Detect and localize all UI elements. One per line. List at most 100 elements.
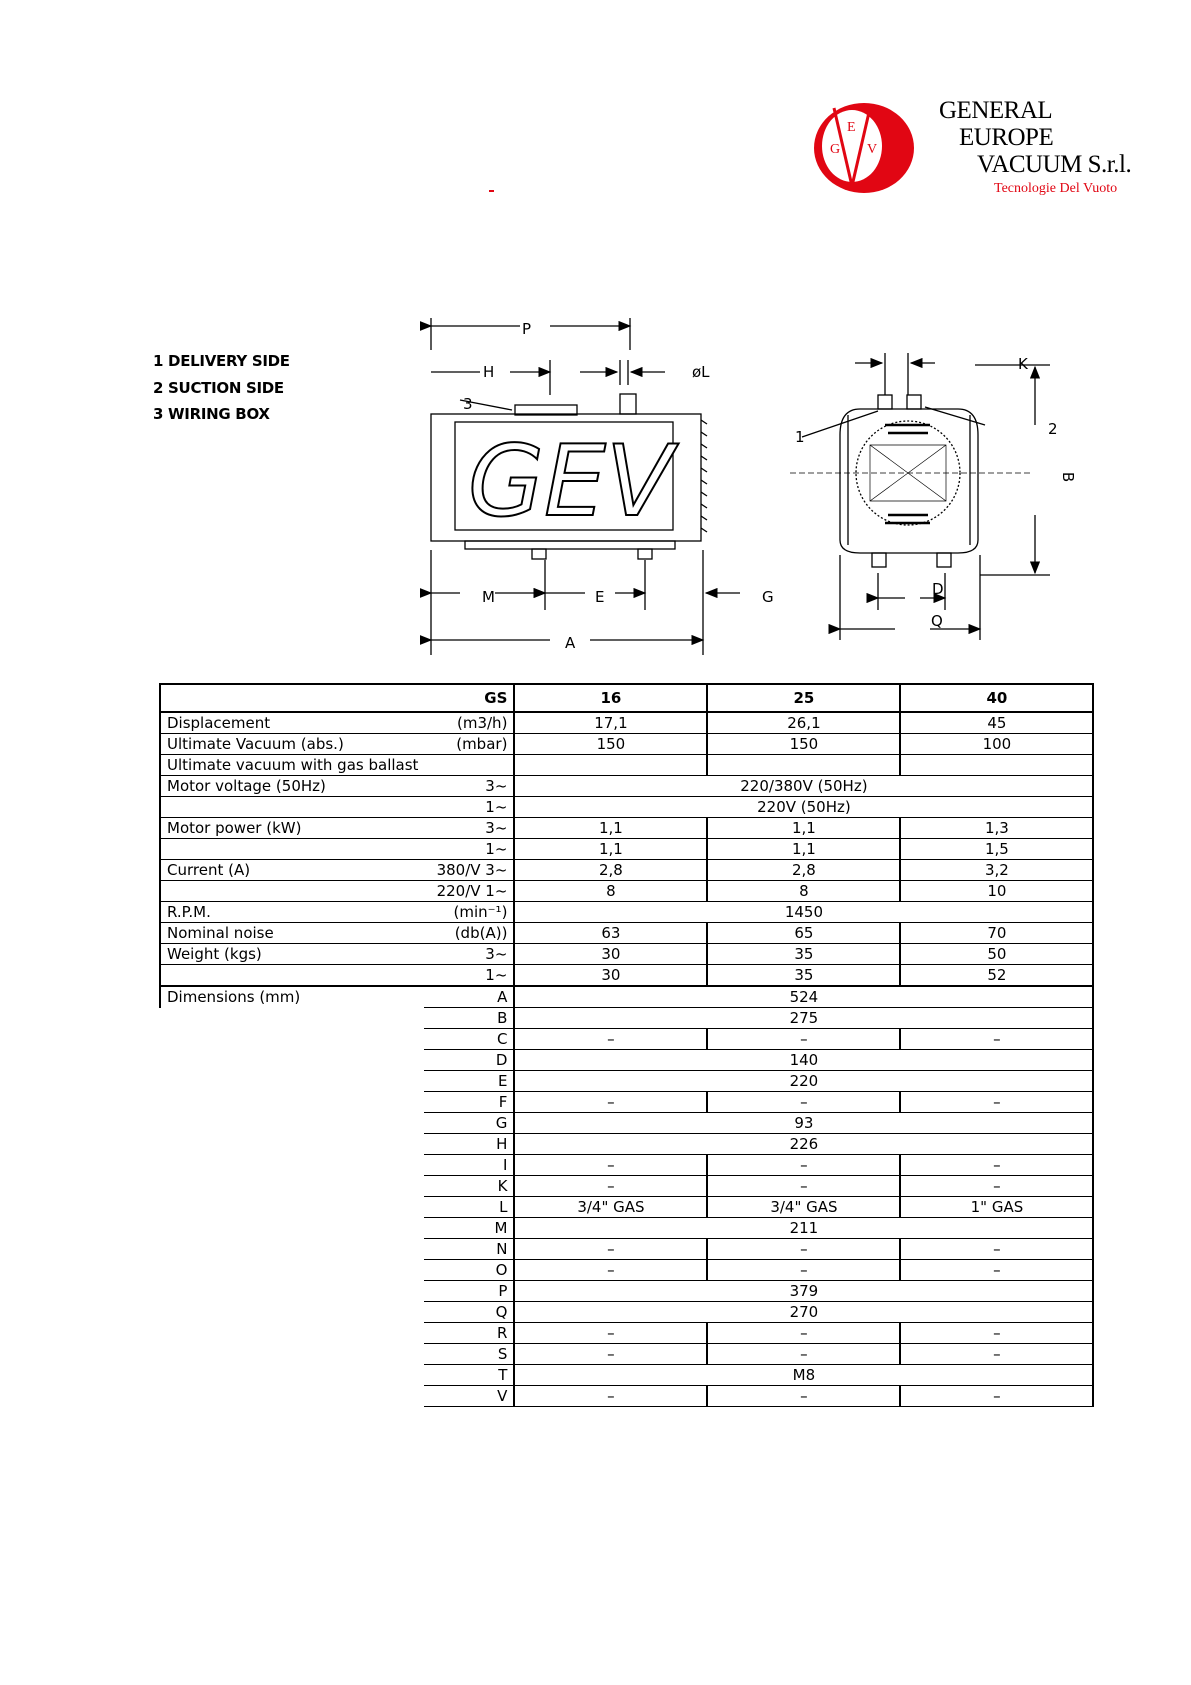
dimension-value-all: 93 bbox=[514, 1112, 1095, 1134]
row-value: 65 bbox=[707, 922, 902, 944]
company-logo: G E V GENERAL EUROPE VACUUM S.r.l. Tecno… bbox=[812, 95, 1132, 205]
row-unit: (mbar) bbox=[424, 733, 516, 755]
header-blank bbox=[158, 683, 425, 713]
dimension-spacer bbox=[160, 1113, 424, 1134]
dimension-value: – bbox=[514, 1238, 709, 1260]
row-value: 1,1 bbox=[707, 817, 902, 839]
row-value bbox=[707, 754, 902, 776]
row-value: 1,3 bbox=[900, 817, 1095, 839]
table-row: R.P.M.(min⁻¹)1450 bbox=[158, 901, 1095, 923]
header-model-25: 25 bbox=[707, 683, 902, 713]
dimension-spacer bbox=[160, 1218, 424, 1239]
gev-side-lettering: GEV bbox=[468, 425, 679, 539]
table-row: Ultimate vacuum with gas ballast bbox=[158, 754, 1095, 776]
dimension-row: C––– bbox=[160, 1028, 1095, 1050]
dim-label-m: M bbox=[482, 588, 495, 606]
dimension-spacer bbox=[160, 1281, 424, 1302]
row-unit: 1~ bbox=[424, 838, 516, 860]
row-value: 8 bbox=[514, 880, 709, 902]
dimension-key: I bbox=[424, 1154, 516, 1176]
dimension-key: T bbox=[424, 1364, 516, 1386]
dimension-value: – bbox=[707, 1259, 902, 1281]
header-model-code: GS bbox=[424, 683, 516, 713]
row-label bbox=[158, 880, 425, 902]
logo-letter-v: V bbox=[867, 142, 877, 157]
dimension-key: L bbox=[424, 1196, 516, 1218]
row-label: Motor power (kW) bbox=[158, 817, 425, 839]
row-label: Ultimate Vacuum (abs.) bbox=[158, 733, 425, 755]
row-unit: 380/V 3~ bbox=[424, 859, 516, 881]
row-value: 1,1 bbox=[514, 838, 709, 860]
dimension-value: – bbox=[900, 1385, 1095, 1407]
dimension-value: – bbox=[900, 1238, 1095, 1260]
row-value: 70 bbox=[900, 922, 1095, 944]
dimension-key: B bbox=[424, 1007, 516, 1029]
row-label: Displacement bbox=[158, 712, 425, 734]
dimension-value-all: 270 bbox=[514, 1301, 1095, 1323]
row-value: 52 bbox=[900, 964, 1095, 987]
dim-label-l: øL bbox=[692, 363, 710, 381]
dimension-row: S––– bbox=[160, 1343, 1095, 1365]
row-value: 150 bbox=[514, 733, 709, 755]
row-label bbox=[158, 838, 425, 860]
row-value: 2,8 bbox=[707, 859, 902, 881]
row-value: 63 bbox=[514, 922, 709, 944]
pump-side-view-drawing: GEV bbox=[420, 318, 740, 655]
row-value-all: 1450 bbox=[514, 901, 1095, 923]
brand-line-vacuum: VACUUM S.r.l. bbox=[977, 151, 1132, 178]
header-model-16: 16 bbox=[514, 683, 709, 713]
red-dot-mark bbox=[489, 190, 494, 192]
dimension-value: – bbox=[900, 1028, 1095, 1050]
dimension-spacer bbox=[160, 1239, 424, 1260]
dimension-value: – bbox=[707, 1322, 902, 1344]
dimension-value-all: 220 bbox=[514, 1070, 1095, 1092]
dimension-value: – bbox=[900, 1322, 1095, 1344]
dimension-value: – bbox=[707, 1175, 902, 1197]
row-value: 1,1 bbox=[707, 838, 902, 860]
dimensions-label: Dimensions (mm) bbox=[158, 986, 425, 1008]
dim-label-d: D bbox=[932, 580, 944, 598]
row-unit: 3~ bbox=[424, 775, 516, 797]
legend-suction-side: 2 SUCTION SIDE bbox=[153, 379, 284, 397]
dimension-spacer bbox=[160, 1050, 424, 1071]
dimension-value: – bbox=[514, 1154, 709, 1176]
dimension-row: N––– bbox=[160, 1238, 1095, 1260]
row-unit: (m3/h) bbox=[424, 712, 516, 734]
callout-3: 3 bbox=[463, 395, 473, 413]
dimension-key: O bbox=[424, 1259, 516, 1281]
row-value: 2,8 bbox=[514, 859, 709, 881]
legend-wiring-box: 3 WIRING BOX bbox=[153, 405, 270, 423]
row-unit: 3~ bbox=[424, 817, 516, 839]
dimension-key: G bbox=[424, 1112, 516, 1134]
dimension-value: – bbox=[707, 1154, 902, 1176]
dimension-value: – bbox=[514, 1175, 709, 1197]
callout-2: 2 bbox=[1048, 420, 1058, 438]
dimension-row: R––– bbox=[160, 1322, 1095, 1344]
dimension-row: K––– bbox=[160, 1175, 1095, 1197]
dim-label-g: G bbox=[762, 588, 774, 606]
row-value: 45 bbox=[900, 712, 1095, 734]
row-value bbox=[900, 754, 1095, 776]
row-unit: 1~ bbox=[424, 796, 516, 818]
dimension-key: P bbox=[424, 1280, 516, 1302]
dim-label-q: Q bbox=[931, 612, 943, 630]
gev-emblem-icon: G E V bbox=[814, 103, 914, 193]
row-value: 26,1 bbox=[707, 712, 902, 734]
dimension-spacer bbox=[160, 1134, 424, 1155]
dimension-value-all: 524 bbox=[514, 986, 1095, 1008]
row-label: Ultimate vacuum with gas ballast bbox=[158, 754, 425, 776]
row-value: 10 bbox=[900, 880, 1095, 902]
dimension-value: – bbox=[514, 1028, 709, 1050]
row-value: 30 bbox=[514, 943, 709, 965]
dimension-value: – bbox=[707, 1385, 902, 1407]
dimension-value-all: 275 bbox=[514, 1007, 1095, 1029]
